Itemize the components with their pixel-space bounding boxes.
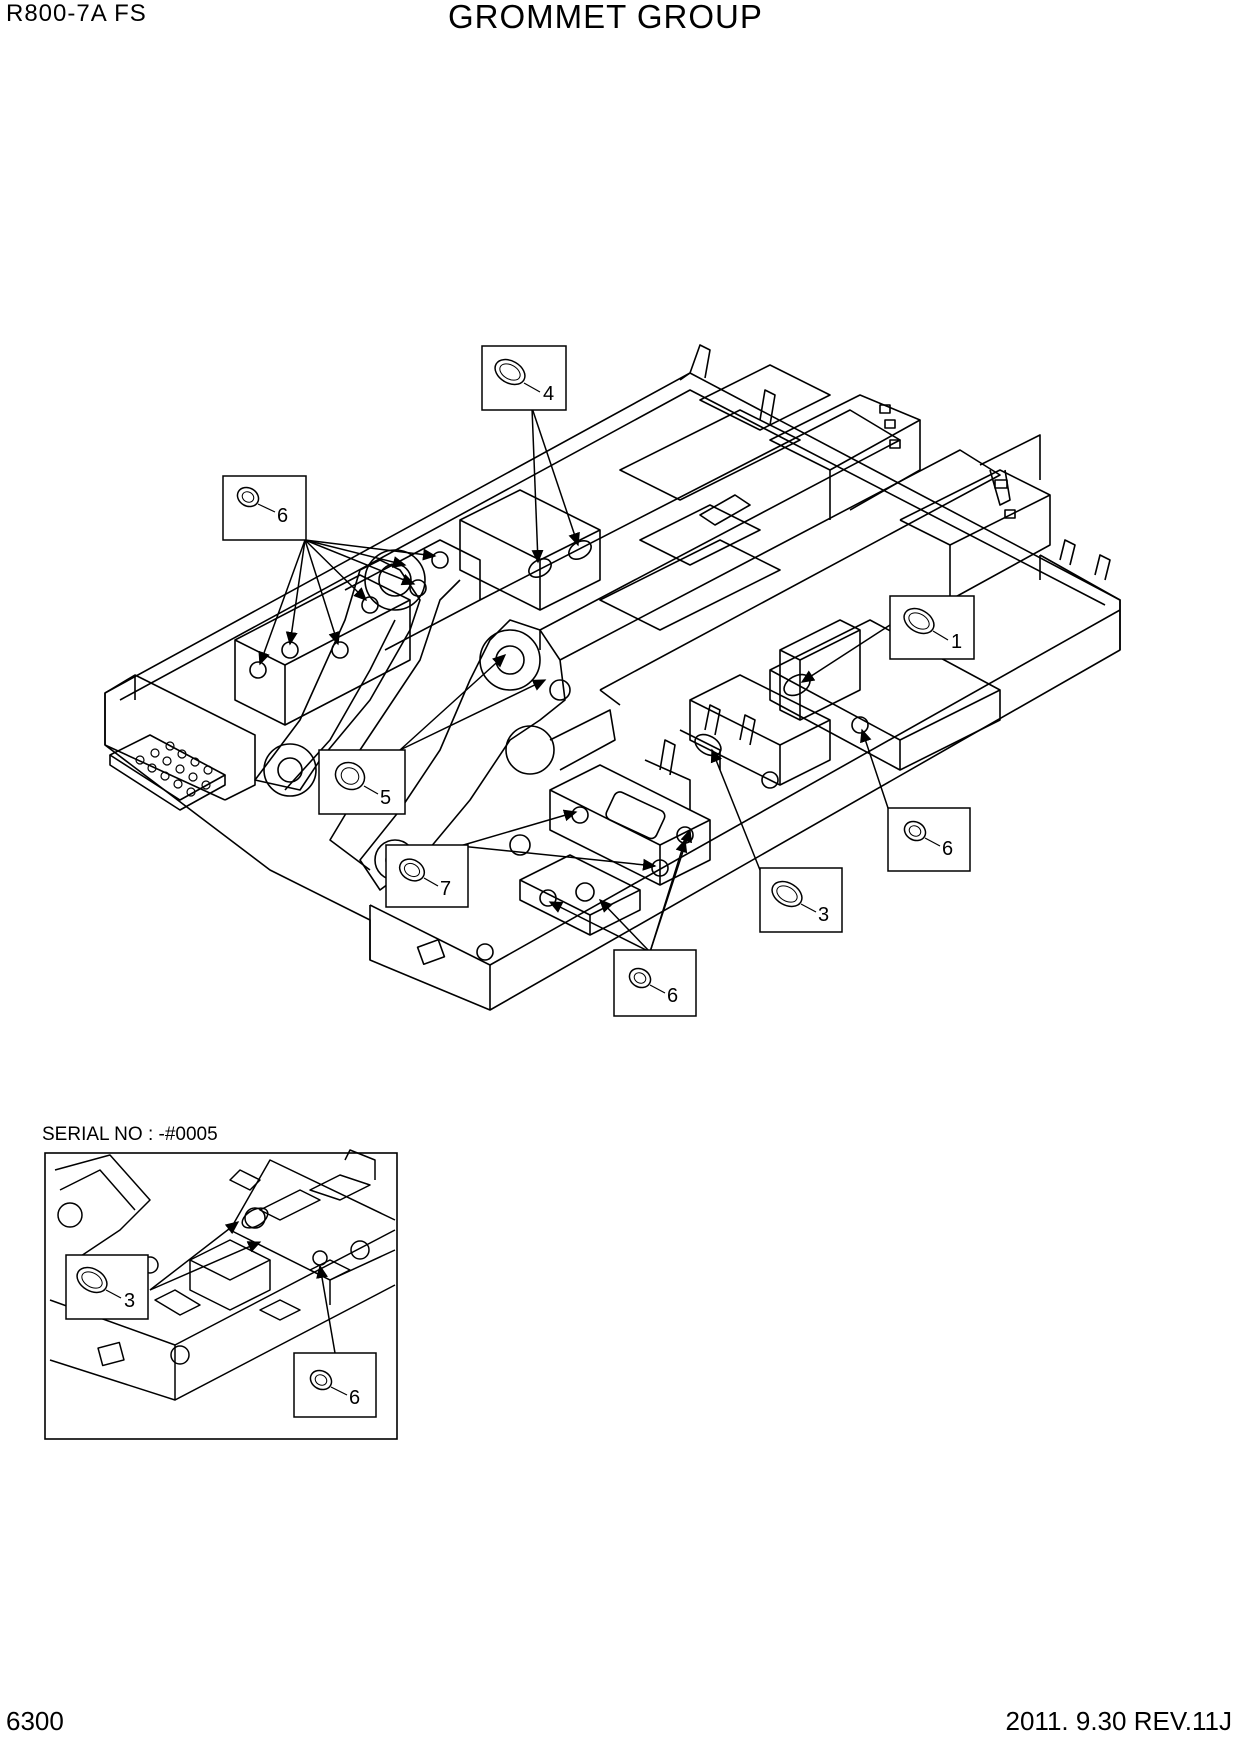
callout-6-bottom: 6 [613,949,697,1017]
model-label: R800-7A FS [6,0,147,27]
inset-callout-6-number: 6 [349,1387,360,1409]
callout-3-right: 3 [759,867,843,933]
callout-6-right-number: 6 [942,838,953,860]
revision-date: 2011. 9.30 REV.11J [1005,1706,1232,1736]
callout-6-top-left-number: 6 [277,505,288,527]
callout-3-right-number: 3 [818,904,829,926]
inset-callout-3-number: 3 [124,1290,135,1312]
page-title: GROMMET GROUP [448,0,763,35]
callout-7: 7 [385,844,469,908]
inset-callout-3: 3 [65,1254,149,1320]
callout-5: 5 [318,749,406,815]
callout-1-number: 1 [951,631,962,653]
upper-frame-drawing [104,344,1121,1011]
callout-leaders [258,407,891,953]
inset-callout-6: 6 [293,1352,377,1418]
callout-1: 1 [889,595,975,660]
callout-4: 4 [481,345,567,411]
callout-6-top-left: 6 [222,475,307,541]
inset-leaders [149,1221,336,1354]
callout-7-number: 7 [440,878,451,900]
callout-6-right: 6 [887,807,971,872]
callout-4-number: 4 [543,383,554,405]
page-number: 6300 [6,1706,64,1736]
callout-6-bottom-number: 6 [667,985,678,1007]
callout-5-number: 5 [380,787,391,809]
serial-number-label: SERIAL NO : -#0005 [42,1124,218,1145]
